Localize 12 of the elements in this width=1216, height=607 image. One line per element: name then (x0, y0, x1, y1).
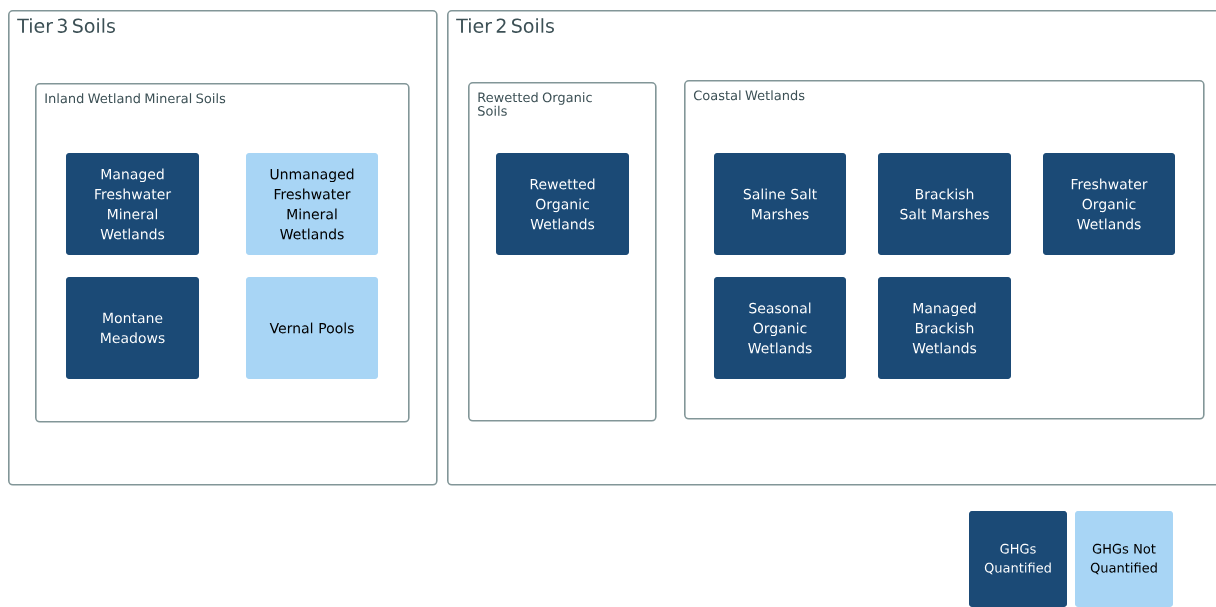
legend-item: GHGs Not Quantified (1075, 511, 1173, 607)
category-box: Freshwater Organic Wetlands (1043, 153, 1175, 255)
category-box: Rewetted Organic Wetlands (496, 153, 629, 255)
category-box: Montane Meadows (66, 277, 199, 379)
category-box: Unmanaged Freshwater Mineral Wetlands (246, 153, 378, 255)
category-box: Vernal Pools (246, 277, 378, 379)
category-box: Brackish Salt Marshes (878, 153, 1011, 255)
category-box: Seasonal Organic Wetlands (714, 277, 846, 379)
legend-item: GHGs Quantified (969, 511, 1067, 607)
category-box: Saline Salt Marshes (714, 153, 846, 255)
category-box: Managed Freshwater Mineral Wetlands (66, 153, 199, 255)
category-box: Managed Brackish Wetlands (878, 277, 1011, 379)
